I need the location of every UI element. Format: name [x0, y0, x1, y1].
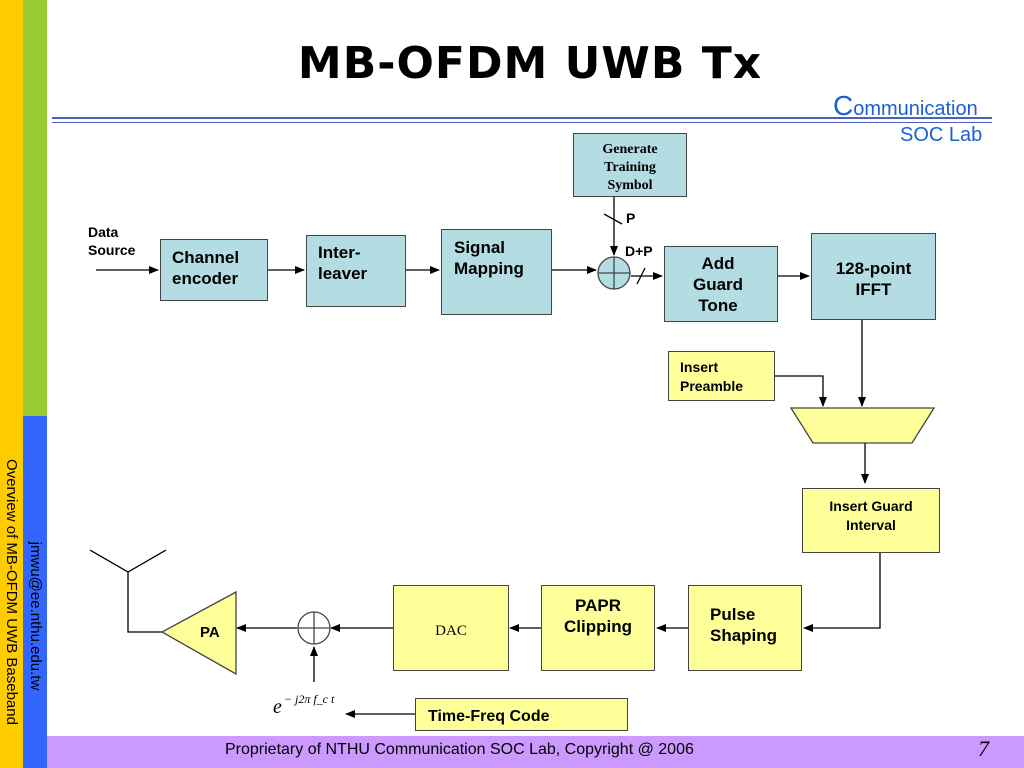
lab-logo-line1: Communication	[833, 90, 978, 122]
dp-label: D+P	[625, 243, 653, 259]
footer-bar	[47, 736, 1024, 768]
generate-training-symbol-block: Generate Training Symbol	[573, 133, 687, 197]
data-source-label: Data Source	[88, 224, 136, 258]
insert-preamble-block: Insert Preamble	[668, 351, 775, 401]
pa-amplifier	[160, 590, 237, 676]
side-bar-yellow	[0, 0, 23, 768]
mixer-symbol	[297, 611, 331, 645]
title-rule	[52, 117, 992, 119]
insert-guard-interval-block: Insert Guard Interval	[802, 488, 940, 553]
p-label: P	[626, 210, 636, 226]
dac-block: DAC	[393, 585, 509, 671]
mux-symbol	[789, 407, 936, 444]
logo-rest: ommunication	[853, 98, 978, 120]
logo-capital: C	[833, 90, 854, 121]
carrier-base: e	[273, 696, 282, 718]
slide-title: MB-OFDM UWB Tx	[297, 38, 763, 89]
title-rule-thin	[52, 122, 992, 123]
channel-encoder-block: Channel encoder	[160, 239, 268, 301]
lab-logo-line2: SOC Lab	[900, 124, 983, 146]
side-bar-green	[23, 0, 47, 416]
ifft-block: 128-point IFFT	[811, 233, 936, 320]
footer-text: Proprietary of NTHU Communication SOC La…	[225, 741, 694, 758]
signal-mapping-block: Signal Mapping	[441, 229, 552, 315]
adder-symbol	[597, 256, 631, 290]
carrier-exponent: − j2π f_c t	[283, 692, 335, 706]
interleaver-block: Inter-leaver	[306, 235, 406, 307]
papr-clipping-block: PAPR Clipping	[541, 585, 655, 671]
add-guard-tone-block: Add Guard Tone	[664, 246, 778, 322]
carrier-expression: e− j2π f_c t	[273, 692, 334, 719]
time-freq-code-block: Time-Freq Code	[415, 698, 628, 731]
page-number: 7	[978, 736, 989, 761]
side-bar-blue	[23, 416, 47, 768]
pa-label: PA	[200, 624, 220, 641]
pulse-shaping-block: Pulse Shaping	[688, 585, 802, 671]
